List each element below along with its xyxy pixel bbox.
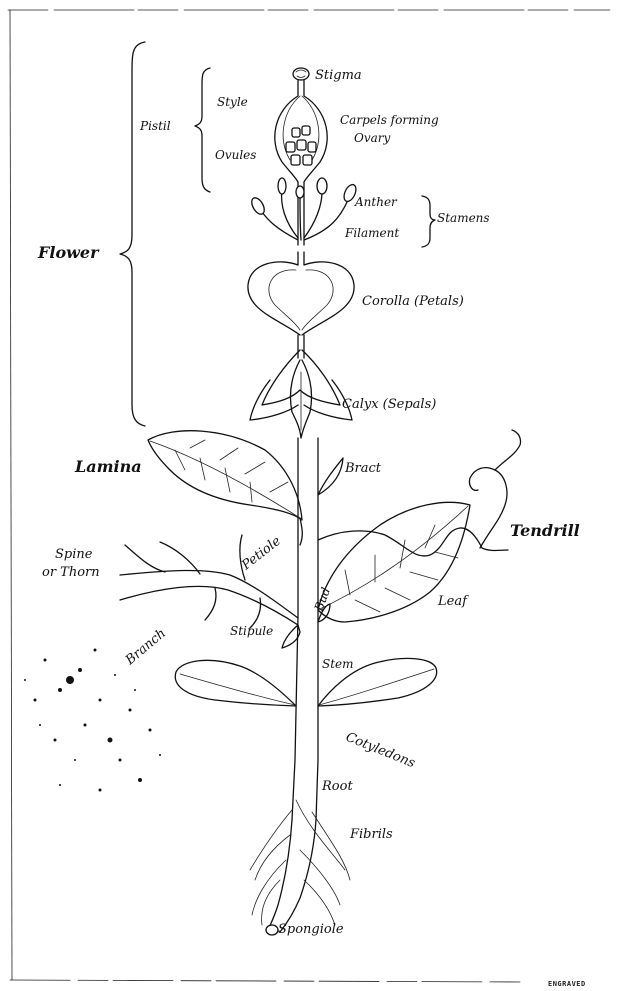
label-bract: Bract <box>344 461 382 476</box>
corolla <box>248 252 354 358</box>
engraver-stamp: ENGRAVED <box>548 980 586 988</box>
label-carpels: Carpels forming <box>340 113 439 127</box>
ovary <box>275 80 327 245</box>
tendril <box>318 430 521 556</box>
label-tendril: Tendrill <box>510 521 580 540</box>
ovules <box>286 126 316 165</box>
label-pistil: Pistil <box>139 119 171 133</box>
cotyledons <box>175 658 436 706</box>
label-style: Style <box>217 95 248 109</box>
label-spine: Spine <box>55 547 93 562</box>
label-ovules: Ovules <box>215 148 256 162</box>
label-filament: Filament <box>344 226 399 240</box>
lamina-leaf <box>148 431 302 545</box>
label-fibrils: Fibrils <box>349 827 393 842</box>
label-stipule: Stipule <box>230 624 273 638</box>
label-branch: Branch <box>122 626 169 669</box>
pistil-bracket <box>195 68 210 192</box>
label-calyx: Calyx (Sepals) <box>342 397 436 412</box>
roots <box>250 800 350 935</box>
stigma <box>293 68 309 80</box>
flower-bracket <box>120 42 145 426</box>
label-petiole: Petiole <box>238 533 284 573</box>
label-stem: Stem <box>322 657 354 671</box>
label-anther: Anther <box>354 195 398 209</box>
calyx <box>250 350 352 438</box>
bract <box>318 458 343 495</box>
ink-speckles <box>24 649 161 792</box>
stamens-bracket <box>422 196 435 247</box>
label-flower: Flower <box>37 243 100 262</box>
label-leaf: Leaf <box>437 594 469 609</box>
label-thorn: or Thorn <box>42 565 100 580</box>
label-root: Root <box>321 779 353 794</box>
label-cotyledons: Cotyledons <box>344 730 418 772</box>
main-stem <box>292 438 318 820</box>
label-stigma: Stigma <box>315 68 362 83</box>
label-ovary: Ovary <box>354 131 391 145</box>
label-lamina: Lamina <box>74 457 142 476</box>
labels: Stigma Style Pistil Carpels forming Ovar… <box>37 68 586 988</box>
label-corolla: Corolla (Petals) <box>362 294 464 309</box>
label-stamens: Stamens <box>437 211 490 225</box>
label-spongiole: Spongiole <box>278 922 344 937</box>
